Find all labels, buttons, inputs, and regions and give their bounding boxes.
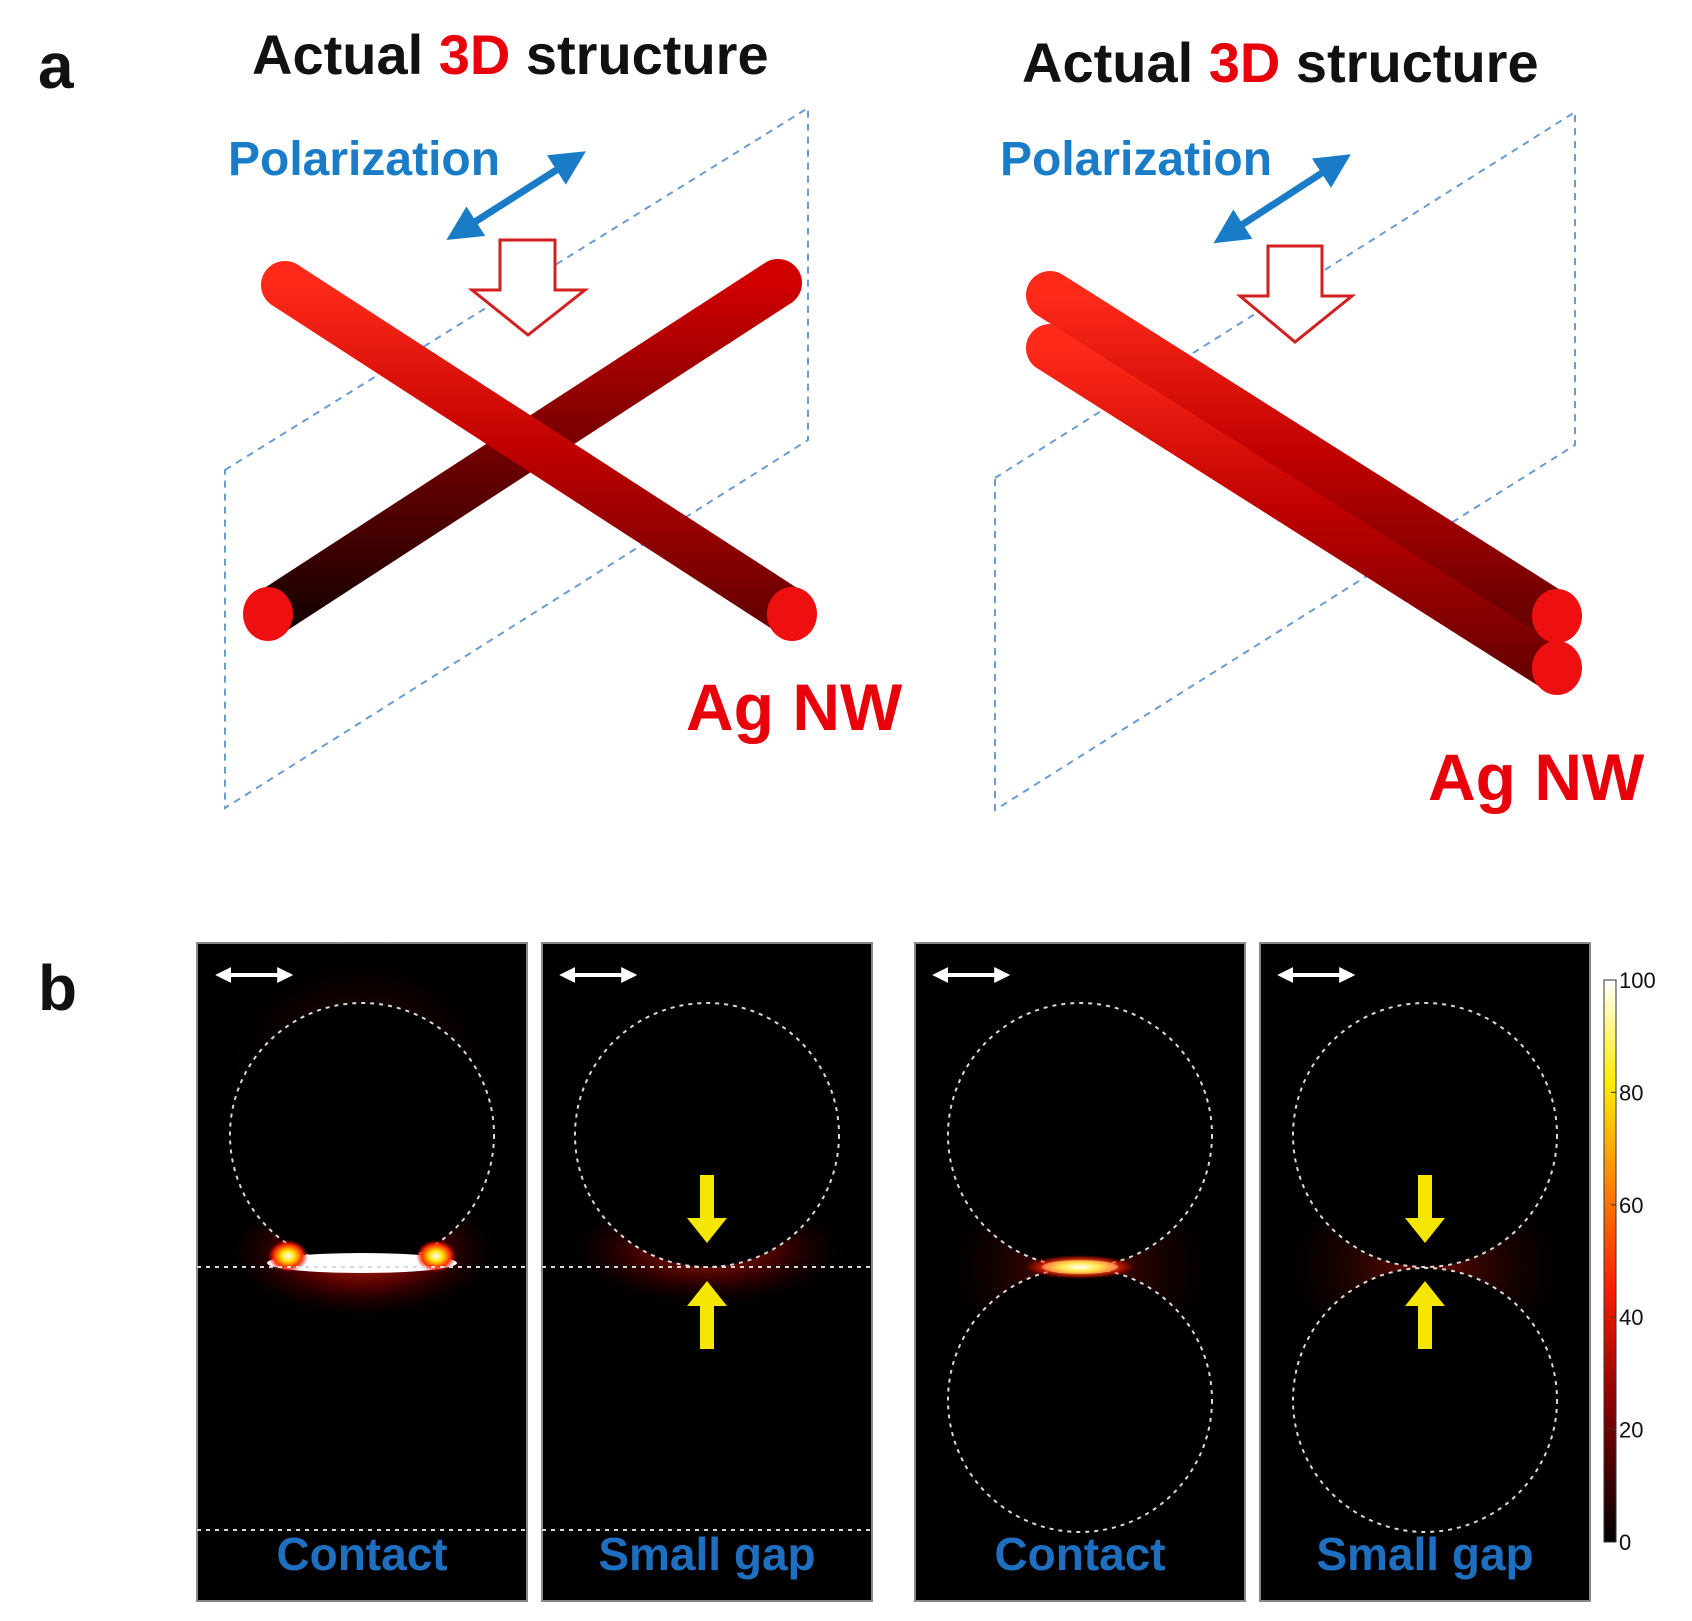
map-caption: Contact: [994, 1528, 1165, 1580]
nanowire-end-cap: [1532, 641, 1582, 695]
polarization-plane: [994, 110, 1576, 812]
nanowire-upper: [1026, 271, 1579, 639]
nanowire-end-cap: [243, 587, 293, 641]
colorbar: 100 80 60 40 20 0: [1603, 968, 1656, 1555]
panel-b-label: b: [38, 952, 77, 1024]
left-material-label: Ag NW: [686, 670, 903, 744]
gap-arrow-down-icon: [687, 1175, 727, 1243]
nanowire-front: [261, 261, 814, 636]
field-map-2: Small gap: [541, 942, 873, 1602]
map-caption: Small gap: [598, 1528, 815, 1580]
nanowire-outline: [1292, 1267, 1558, 1533]
polarization-arrow-icon: [446, 151, 586, 241]
map-caption: Contact: [276, 1528, 447, 1580]
gap-arrow-up-icon: [687, 1281, 727, 1349]
nanowire-outline: [1292, 1002, 1558, 1268]
gap-arrow-up-icon: [1405, 1281, 1445, 1349]
colorbar-tick-label: 60: [1619, 1193, 1643, 1218]
colorbar-gradient: [1603, 979, 1617, 1543]
polarization-plane: [224, 106, 809, 810]
nanowire-outline: [947, 1002, 1213, 1268]
nanowire-end-cap: [1532, 589, 1582, 643]
left-title: Actual 3D structure: [252, 23, 769, 86]
field-map-1: Contact: [196, 940, 528, 1602]
right-polarization-label: Polarization: [1000, 133, 1272, 186]
nanowire-outline: [947, 1267, 1213, 1533]
panel-a-label: a: [38, 30, 74, 102]
field-map-3: Contact: [914, 942, 1246, 1602]
colorbar-tick-label: 40: [1619, 1305, 1643, 1330]
colorbar-tick-label: 20: [1619, 1418, 1643, 1443]
colorbar-tick-label: 80: [1619, 1080, 1643, 1105]
map-caption: Small gap: [1316, 1528, 1533, 1580]
field-map-4: Small gap: [1259, 942, 1591, 1602]
left-3d-structure: Actual 3D structure Polarization Ag NW: [224, 23, 903, 810]
right-material-label: Ag NW: [1428, 740, 1645, 814]
gap-arrow-down-icon: [1405, 1175, 1445, 1243]
left-polarization-label: Polarization: [228, 133, 500, 186]
polarization-arrow-icon: [1213, 154, 1351, 244]
right-3d-structure: Actual 3D structure Polarization Ag NW: [994, 31, 1645, 814]
colorbar-tick-label: 0: [1619, 1530, 1631, 1555]
nanowire-lower: [1026, 324, 1579, 692]
nanowire-end-cap: [767, 587, 817, 641]
colorbar-ticks: 100 80 60 40 20 0: [1611, 968, 1656, 1555]
colorbar-tick-label: 100: [1619, 968, 1656, 993]
incident-light-arrow-icon: [467, 238, 590, 337]
incident-light-arrow-icon: [1235, 244, 1357, 344]
right-title: Actual 3D structure: [1022, 31, 1539, 94]
nanowire-outline: [229, 1002, 495, 1268]
